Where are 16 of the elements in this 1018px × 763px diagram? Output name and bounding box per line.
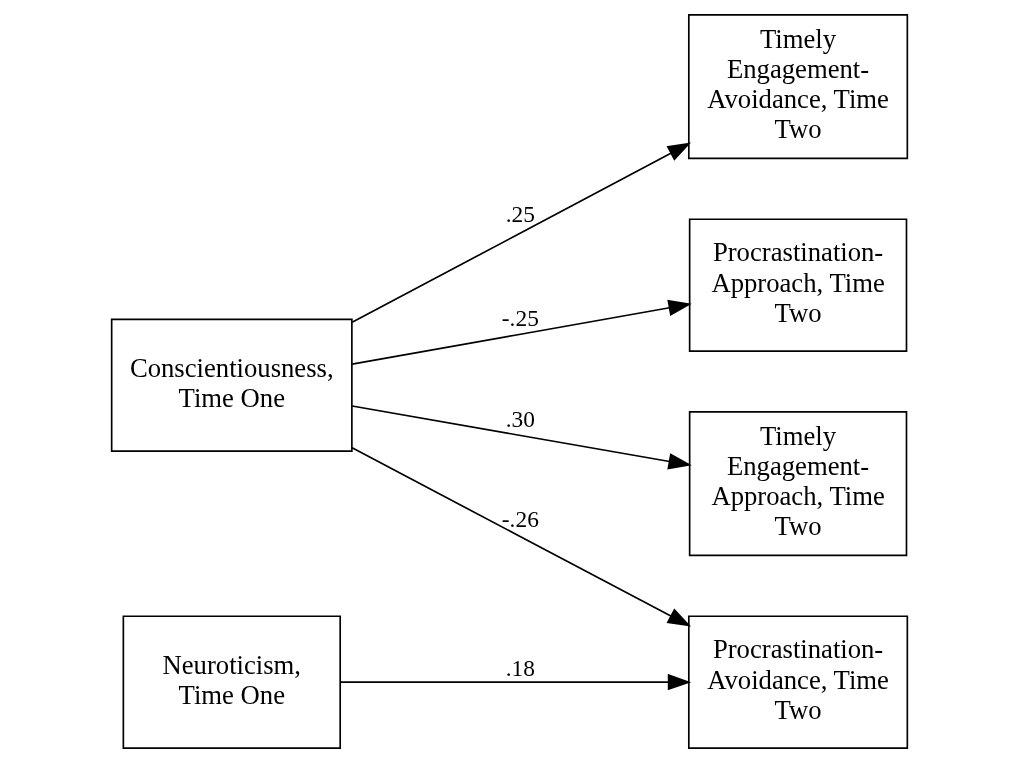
node-box: Procrastination- Avoidance, Time Two <box>687 615 908 749</box>
arrow <box>350 447 691 627</box>
arrow <box>350 405 692 470</box>
node-box: Timely Engagement- Avoidance, Time Two <box>687 14 908 160</box>
arrow <box>350 299 692 365</box>
node-box: Neuroticism, Time One <box>122 615 341 749</box>
edge-label: -.25 <box>501 304 539 331</box>
edge-label: .30 <box>505 406 535 433</box>
node-box: Procrastination- Approach, Time Two <box>688 218 907 352</box>
arrow <box>339 674 691 691</box>
edge-label: .18 <box>505 654 535 681</box>
arrow <box>350 142 691 324</box>
edge-label: .25 <box>505 201 535 228</box>
node-box: Timely Engagement- Approach, Time Two <box>688 411 907 557</box>
node-box: Conscientiousness, Time One <box>110 318 353 452</box>
edge-label: -.26 <box>501 506 539 533</box>
